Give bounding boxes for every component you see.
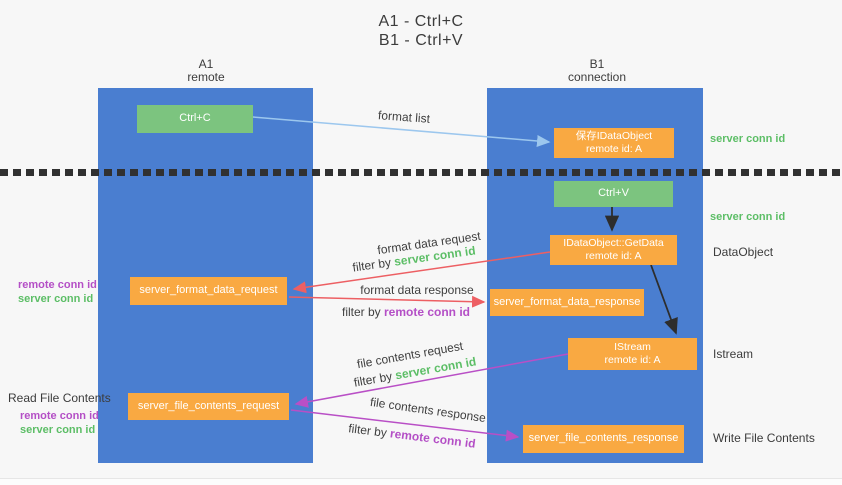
istream-box: IStream remote id: A	[568, 338, 697, 370]
title-line-1: A1 - Ctrl+C	[378, 13, 464, 30]
dataobject-annotation: DataObject	[713, 245, 774, 259]
ctrl-c-box: Ctrl+C	[137, 105, 253, 133]
server-format-data-response-label: server_format_data_response	[493, 295, 641, 308]
server-conn-id-annotation-top: server conn id	[710, 133, 786, 145]
write-file-contents-annotation: Write File Contents	[713, 431, 815, 445]
ctrl-v-label: Ctrl+V	[598, 187, 629, 200]
column-a1-id: A1	[198, 57, 214, 71]
getdata-line1: IDataObject::GetData	[563, 236, 664, 249]
read-file-contents-annotation: Read File Contents	[8, 391, 111, 405]
filter-by-remote-conn-id-label-1: filter by remote conn id	[342, 305, 470, 319]
getdata-line2: remote id: A	[585, 250, 642, 262]
format-data-response-arrow	[288, 295, 486, 308]
server-file-contents-response-label: server_file_contents_response	[528, 432, 679, 445]
save-dataobject-line2: remote id: A	[585, 143, 643, 155]
remote-conn-id-annotation-left1: remote conn id	[18, 279, 97, 291]
title-line-2: B1 - Ctrl+V	[378, 32, 464, 49]
server-file-contents-response-box: server_file_contents_response	[523, 425, 684, 453]
save-dataobject-box: 保存IDataObject remote id: A	[554, 128, 674, 158]
column-header-b1: B1 connection	[517, 58, 677, 84]
server-conn-id-annotation-left2: server conn id	[20, 424, 96, 436]
ctrl-c-label: Ctrl+C	[179, 112, 211, 125]
bottom-edge-strip	[0, 478, 842, 485]
format-list-label: format list	[377, 108, 431, 126]
server-format-data-request-box: server_format_data_request	[130, 277, 287, 305]
server-conn-id-annotation-left1: server conn id	[18, 293, 94, 305]
diagram-title: A1 - Ctrl+C B1 - Ctrl+V	[0, 12, 842, 50]
filter-prefix: filter by	[341, 305, 384, 319]
istream-line1: IStream	[614, 340, 651, 353]
file-contents-response-label: file contents response	[369, 394, 487, 426]
idataobject-getdata-box: IDataObject::GetData remote id: A	[550, 235, 677, 265]
remote-conn-id-annotation-left2: remote conn id	[20, 410, 99, 422]
remote-conn-id-text: remote conn id	[384, 305, 471, 319]
remote-conn-id-text: remote conn id	[389, 426, 477, 451]
ctrl-v-box: Ctrl+V	[554, 181, 673, 207]
filter-prefix: filter by	[352, 368, 397, 390]
server-format-data-response-box: server_format_data_response	[490, 289, 644, 316]
server-file-contents-request-label: server_file_contents_request	[137, 399, 280, 412]
server-file-contents-request-box: server_file_contents_request	[128, 393, 289, 420]
filter-by-remote-conn-id-label-2: filter by remote conn id	[348, 421, 477, 450]
server-format-data-request-label: server_format_data_request	[139, 284, 278, 297]
format-data-response-label: format data response	[360, 283, 474, 297]
column-a1-subtitle: remote	[187, 70, 225, 84]
column-b1-id: B1	[589, 57, 605, 71]
column-b1-subtitle: connection	[567, 70, 627, 84]
save-dataobject-line1: 保存IDataObject	[575, 129, 653, 142]
istream-line2: remote id: A	[604, 354, 661, 366]
filter-prefix: filter by	[347, 421, 392, 441]
istream-annotation: Istream	[713, 347, 754, 361]
machine-separator-dashed-line	[0, 169, 842, 176]
column-header-a1: A1 remote	[126, 58, 286, 84]
server-conn-id-annotation-mid: server conn id	[710, 211, 786, 223]
filter-prefix: filter by	[351, 254, 396, 275]
